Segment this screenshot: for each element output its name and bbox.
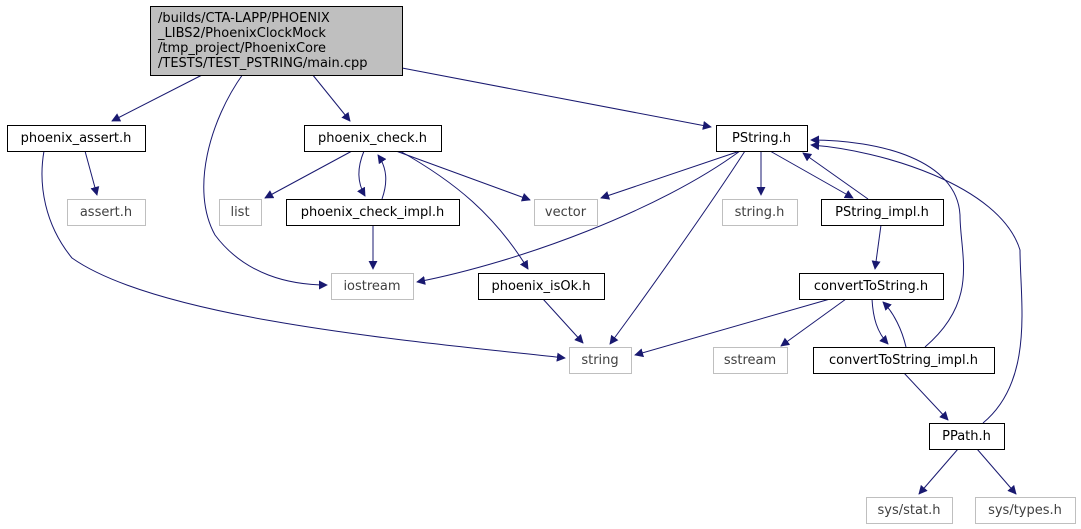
node-phoenix_check_impl[interactable]: phoenix_check_impl.h: [286, 199, 460, 226]
node-list: list: [219, 199, 262, 226]
edge-convertToString-to-convertToString_impl: [871, 298, 889, 345]
edge-main-to-phoenix_check: [311, 73, 351, 122]
node-label-convertToString: convertToString.h: [814, 279, 928, 294]
node-label-main-line-1: /builds/CTA-LAPP/PHOENIX: [158, 11, 330, 26]
node-label-convertToString_impl: convertToString_impl.h: [829, 353, 978, 368]
node-box-sys_types: [975, 497, 1076, 524]
node-label-sys_stat: sys/stat.h: [878, 503, 941, 518]
node-label-iostream: iostream: [343, 279, 400, 294]
edge-PPath-to-sys_types: [976, 448, 1017, 495]
edge-phoenix_check-to-phoenix_isOk: [399, 150, 529, 270]
node-box-phoenix_assert: [7, 125, 146, 152]
edge-phoenix_assert-to-assert: [84, 150, 100, 196]
edge-main-to-iostream: [203, 73, 328, 290]
node-phoenix_assert[interactable]: phoenix_assert.h: [7, 125, 146, 152]
node-box-assert: [67, 199, 146, 226]
node-main[interactable]: /builds/CTA-LAPP/PHOENIX_LIBS2/PhoenixCl…: [150, 6, 403, 76]
node-PPath[interactable]: PPath.h: [929, 423, 1005, 450]
edge-convertToString_impl-to-PString: [810, 135, 964, 348]
node-box-sstream: [713, 347, 788, 374]
node-label-vector: vector: [545, 205, 587, 220]
node-label-phoenix_assert: phoenix_assert.h: [21, 131, 132, 146]
node-label-phoenix_check_impl: phoenix_check_impl.h: [301, 205, 445, 220]
node-label-string_h: string.h: [735, 205, 785, 220]
edge-main-to-phoenix_assert: [111, 73, 205, 122]
node-label-assert: assert.h: [80, 205, 132, 220]
node-label-list: list: [230, 205, 249, 220]
edges-layer: [41, 67, 1023, 495]
edge-convertToString-to-sstream: [780, 298, 847, 347]
node-PString_impl[interactable]: PString_impl.h: [821, 199, 944, 226]
node-box-main: [150, 6, 403, 76]
node-label-PPath: PPath.h: [942, 429, 991, 444]
node-phoenix_isOk[interactable]: phoenix_isOk.h: [478, 273, 605, 300]
node-box-PString: [716, 125, 808, 152]
edge-phoenix_check_impl-to-phoenix_check: [377, 154, 387, 200]
edge-main-to-PString: [401, 67, 712, 130]
node-box-convertToString_impl: [813, 347, 995, 374]
node-box-phoenix_isOk: [478, 273, 605, 300]
node-label-PString_impl: PString_impl.h: [835, 205, 929, 220]
node-PString[interactable]: PString.h: [716, 125, 808, 152]
edge-PString_impl-to-convertToString: [871, 224, 882, 270]
edge-PString-to-PString_impl: [769, 150, 854, 199]
edge-PPath-to-PString: [810, 141, 1023, 424]
edge-PString-to-string: [609, 150, 746, 345]
edge-convertToString_impl-to-PPath: [903, 372, 949, 421]
edge-PString-to-vector: [600, 150, 741, 200]
node-sys_stat: sys/stat.h: [866, 497, 953, 524]
node-box-phoenix_check_impl: [286, 199, 460, 226]
node-label-phoenix_isOk: phoenix_isOk.h: [491, 279, 590, 294]
node-assert: assert.h: [67, 199, 146, 226]
node-label-main-line-3: /tmp_project/PhoenixCore: [158, 41, 326, 56]
node-label-phoenix_check: phoenix_check.h: [318, 131, 427, 146]
node-label-PString: PString.h: [732, 131, 791, 146]
edge-PPath-to-sys_stat: [918, 448, 959, 495]
node-phoenix_check[interactable]: phoenix_check.h: [304, 125, 442, 152]
edge-phoenix_assert-to-string: [41, 150, 566, 362]
node-vector: vector: [534, 199, 598, 226]
node-string: string: [569, 347, 632, 374]
node-label-main-line-4: /TESTS/TEST_PSTRING/main.cpp: [158, 56, 368, 71]
edge-phoenix_check-to-list: [264, 150, 353, 199]
edge-convertToString-to-string: [634, 298, 831, 358]
nodes-layer: /builds/CTA-LAPP/PHOENIX_LIBS2/PhoenixCl…: [7, 6, 1076, 524]
edge-PString-to-iostream: [416, 150, 741, 285]
node-box-convertToString: [799, 273, 944, 300]
edge-phoenix_isOk-to-string: [542, 298, 584, 344]
node-string_h: string.h: [722, 199, 798, 226]
node-box-list: [219, 199, 262, 226]
node-box-string_h: [722, 199, 798, 226]
node-box-iostream: [331, 273, 414, 300]
node-sys_types: sys/types.h: [975, 497, 1076, 524]
node-box-sys_stat: [866, 497, 953, 524]
node-label-string: string: [581, 353, 618, 368]
node-box-vector: [534, 199, 598, 226]
node-label-sstream: sstream: [724, 353, 776, 368]
node-convertToString_impl[interactable]: convertToString_impl.h: [813, 347, 995, 374]
node-box-string: [569, 347, 632, 374]
node-box-PPath: [929, 423, 1005, 450]
edge-convertToString_impl-to-convertToString: [882, 301, 907, 348]
edge-phoenix_check-to-phoenix_check_impl: [357, 150, 366, 197]
edge-PString_impl-to-PString: [802, 152, 869, 200]
node-box-PString_impl: [821, 199, 944, 226]
node-label-main-line-2: _LIBS2/PhoenixClockMock: [157, 26, 326, 41]
node-convertToString[interactable]: convertToString.h: [799, 273, 944, 300]
node-sstream: sstream: [713, 347, 788, 374]
edge-phoenix_check-to-vector: [395, 150, 531, 202]
node-iostream: iostream: [331, 273, 414, 300]
node-box-phoenix_check: [304, 125, 442, 152]
node-label-sys_types: sys/types.h: [988, 503, 1062, 518]
